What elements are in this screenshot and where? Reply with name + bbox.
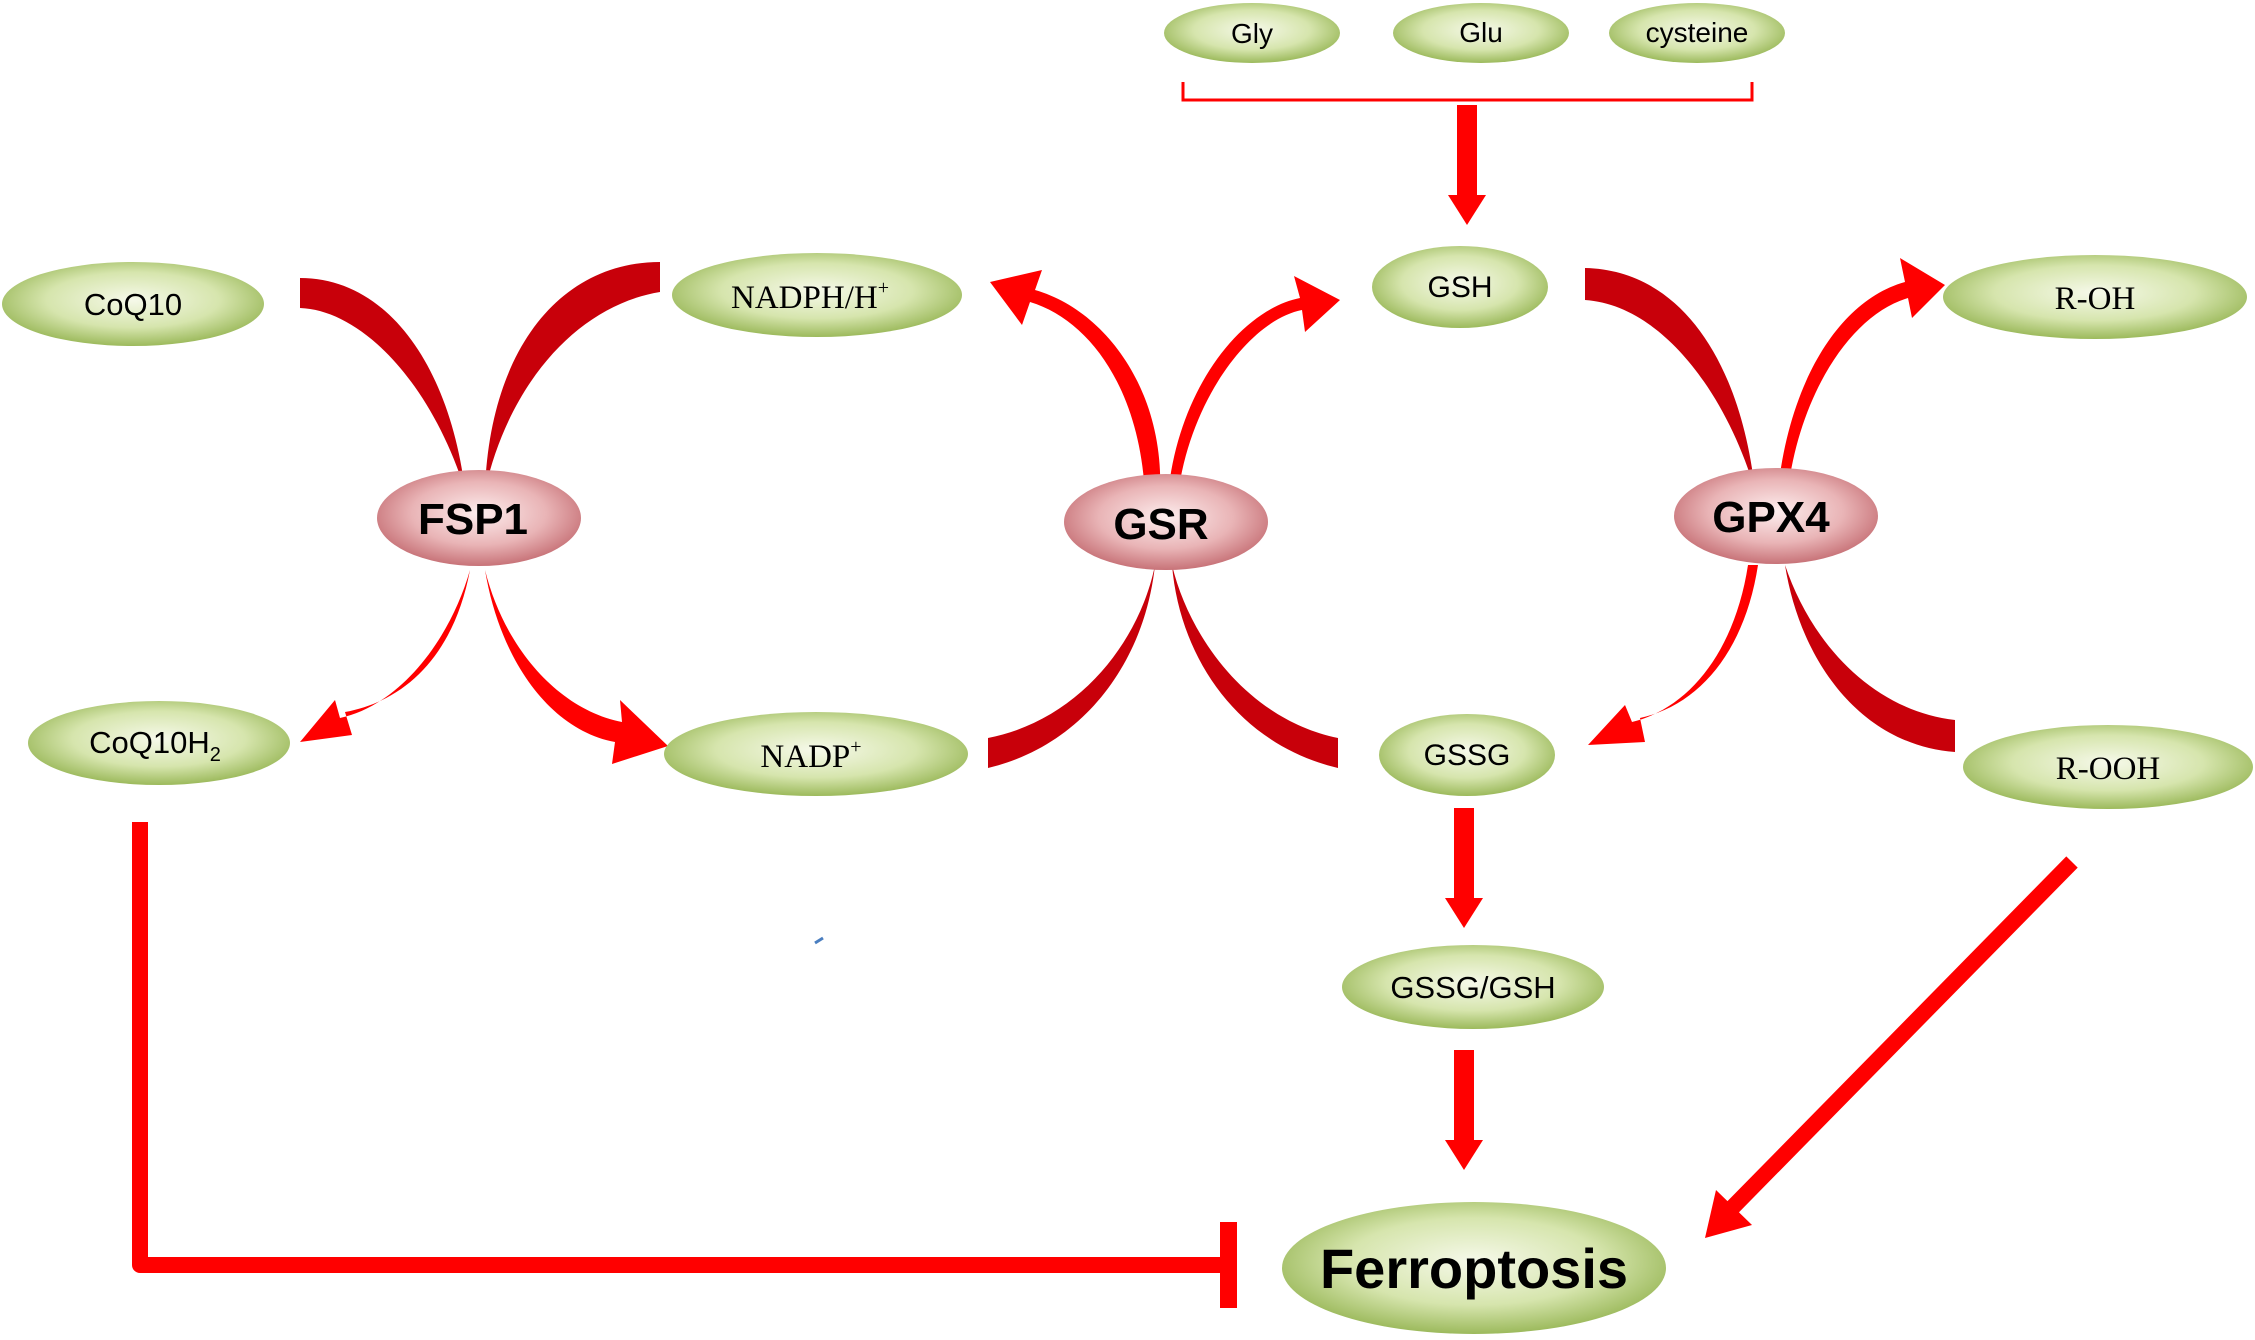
label-nadph: NADPH/H [731, 280, 878, 316]
node-nadp: NADP+ [664, 712, 968, 796]
node-cysteine: cysteine [1609, 3, 1785, 63]
label-gsh: GSH [1427, 271, 1492, 304]
label-gsr: GSR [1113, 500, 1208, 549]
label-r-ooh: R-OOH [2056, 751, 2161, 787]
label-r-oh: R-OH [2055, 281, 2136, 317]
node-gssg-gsh: GSSG/GSH [1342, 945, 1604, 1029]
node-coq10: CoQ10 [2, 262, 264, 346]
stray-mark [814, 936, 824, 945]
enzyme-gsr: GSR [1064, 474, 1268, 570]
label-ferroptosis: Ferroptosis [1320, 1237, 1628, 1300]
label-gssg: GSSG [1424, 739, 1511, 772]
node-r-ooh: R-OOH [1963, 725, 2253, 809]
label-cysteine: cysteine [1646, 17, 1749, 48]
node-nadph: NADPH/H+ [672, 253, 962, 337]
node-gly: Gly [1164, 3, 1340, 63]
node-gsh: GSH [1372, 246, 1548, 328]
amino-acid-bracket [1181, 82, 1754, 102]
label-nadph-group: NADPH/H+ [731, 277, 889, 316]
label-gpx4: GPX4 [1712, 493, 1830, 542]
curve-nadph-to-fsp1 [485, 262, 660, 490]
curve-fsp1-to-coq10h2 [300, 570, 470, 742]
gsr-curved-arrows [988, 270, 1340, 768]
curve-nadp-to-gsr [988, 565, 1155, 768]
label-nadp-sup: + [850, 736, 861, 758]
arrow-rooh-to-ferroptosis [1705, 856, 2078, 1238]
node-ferroptosis: Ferroptosis [1282, 1202, 1666, 1334]
enzyme-fsp1: FSP1 [377, 470, 581, 566]
node-r-oh: R-OH [1943, 255, 2247, 339]
curve-fsp1-to-nadp [485, 570, 668, 764]
label-coq10h2-group: CoQ10H2 [89, 725, 221, 766]
label-coq10h2-sub: 2 [210, 744, 221, 766]
label-nadp-group: NADP+ [760, 736, 861, 775]
node-gssg: GSSG [1379, 714, 1555, 796]
fsp1-curved-arrows [300, 262, 668, 764]
label-coq10h2: CoQ10H [89, 725, 210, 760]
node-coq10h2: CoQ10H2 [28, 701, 290, 785]
label-gly: Gly [1231, 18, 1273, 49]
label-fsp1: FSP1 [418, 495, 528, 544]
curve-gssg-to-gsr [1172, 565, 1338, 768]
curve-coq10-to-fsp1 [300, 278, 465, 490]
gpx4-curved-arrows [1585, 258, 1955, 752]
label-gssg-gsh: GSSG/GSH [1390, 970, 1555, 1005]
curve-gsh-to-gpx4 [1585, 268, 1755, 490]
label-coq10: CoQ10 [84, 287, 182, 322]
label-glu: Glu [1459, 17, 1503, 48]
curve-gpx4-to-gssg [1588, 565, 1758, 745]
curve-gsr-to-gsh [1168, 276, 1340, 495]
enzyme-gpx4: GPX4 [1674, 468, 1878, 564]
node-glu: Glu [1393, 3, 1569, 63]
arrow-gssg-to-ratio [1445, 808, 1483, 928]
arrow-bracket-to-gsh [1448, 105, 1486, 225]
label-nadp: NADP [760, 739, 850, 775]
label-nadph-sup: + [878, 277, 889, 299]
inhibition-line-coq10h2-to-ferroptosis [132, 822, 1237, 1308]
curve-gpx4-to-roh [1778, 258, 1945, 490]
arrow-ratio-to-ferroptosis [1445, 1050, 1483, 1170]
curve-gsr-to-nadph [990, 270, 1161, 495]
curve-rooh-to-gpx4 [1785, 565, 1955, 752]
